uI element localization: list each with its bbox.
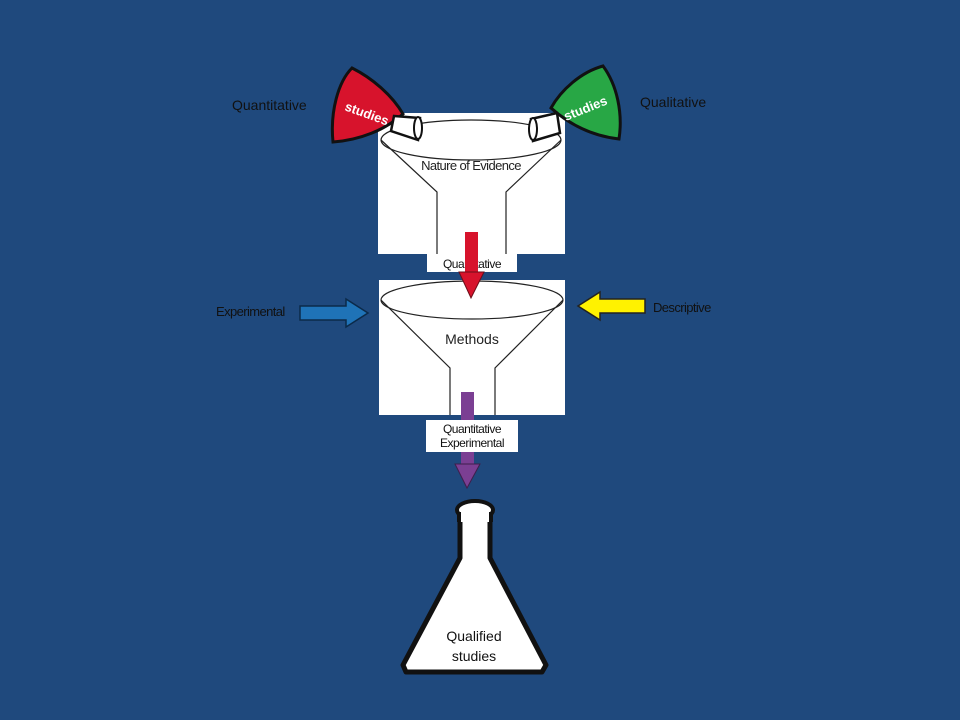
result-label-line2: studies [452, 648, 496, 664]
red-studies-flask-icon [330, 66, 423, 144]
descriptive-label: Descriptive [653, 300, 711, 315]
funnel-top-label: Nature of Evidence [421, 158, 521, 173]
quantitative-source-label: Quantitative [232, 97, 307, 113]
red-down-arrow [458, 232, 485, 300]
green-studies-flask-icon [528, 64, 622, 143]
output2-label-line2: Experimental [440, 436, 504, 450]
qualitative-source-label: Qualitative [640, 94, 706, 110]
output2-box [426, 420, 518, 452]
blue-right-arrow [299, 297, 370, 329]
yellow-left-arrow [576, 290, 646, 322]
output2-label-line1: Quantitative [443, 422, 502, 436]
funnel-top [380, 119, 562, 254]
erlenmeyer-flask-icon [400, 499, 549, 675]
funnel-methods [380, 280, 564, 415]
funnel-methods-label: Methods [445, 331, 499, 347]
result-label-line1: Qualified [446, 628, 501, 644]
experimental-label: Experimental [216, 304, 285, 319]
purple-down-arrow [454, 392, 481, 490]
